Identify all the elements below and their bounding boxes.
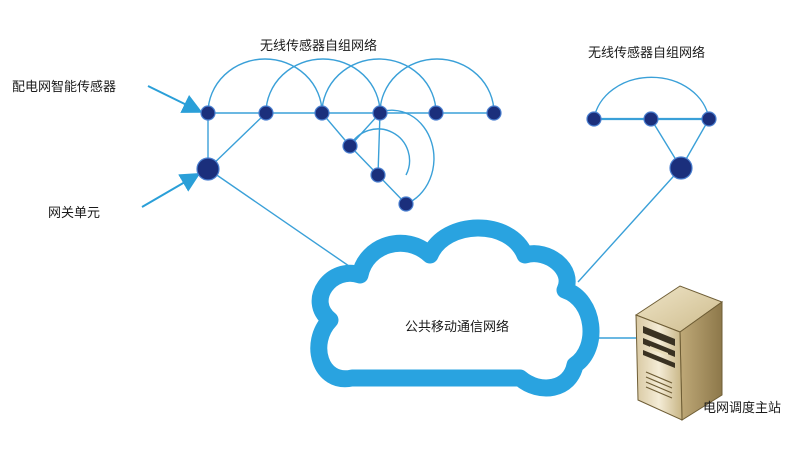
- link: [207, 168, 363, 276]
- sensor-node[interactable]: [370, 167, 386, 183]
- mesh-left-title: 无线传感器自组网络: [260, 39, 378, 54]
- gateway-node[interactable]: [669, 156, 693, 180]
- arc-link: [379, 58, 495, 114]
- station-label: 电网调度主站: [703, 401, 782, 416]
- arc-link: [349, 128, 411, 176]
- arc-link: [377, 109, 435, 205]
- sensor-node[interactable]: [342, 138, 358, 154]
- sensor-arrow: [147, 85, 203, 113]
- gateway-arrow: [141, 172, 201, 208]
- arc-link: [593, 76, 710, 120]
- server-tower-icon: [634, 285, 724, 421]
- gateway-label: 网关单元: [48, 206, 101, 221]
- mesh-left-arcs: [207, 58, 495, 205]
- mesh-left-links: [207, 112, 494, 276]
- sensor-node[interactable]: [398, 196, 414, 212]
- link: [207, 112, 267, 170]
- smart-sensor-label: 配电网智能传感器: [12, 80, 117, 95]
- mesh-right-nodes: [586, 111, 717, 180]
- arc-link: [207, 58, 323, 114]
- link: [377, 112, 381, 176]
- sensor-node[interactable]: [701, 111, 717, 127]
- mesh-left-nodes: [196, 105, 502, 212]
- arc-link: [265, 58, 381, 114]
- pointer-arrows: [141, 85, 203, 208]
- sensor-node[interactable]: [586, 111, 602, 127]
- cloud-icon: [310, 219, 600, 397]
- arc-link: [321, 58, 437, 114]
- sensor-node[interactable]: [258, 105, 274, 121]
- mesh-right-title: 无线传感器自组网络: [588, 46, 706, 61]
- sensor-node[interactable]: [372, 105, 388, 121]
- sensor-node[interactable]: [643, 111, 659, 127]
- gateway-node[interactable]: [196, 157, 220, 181]
- cloud-label: 公共移动通信网络: [405, 320, 510, 335]
- sensor-node[interactable]: [200, 105, 216, 121]
- link: [577, 167, 682, 283]
- sensor-node[interactable]: [428, 105, 444, 121]
- sensor-node[interactable]: [314, 105, 330, 121]
- sensor-node[interactable]: [486, 105, 502, 121]
